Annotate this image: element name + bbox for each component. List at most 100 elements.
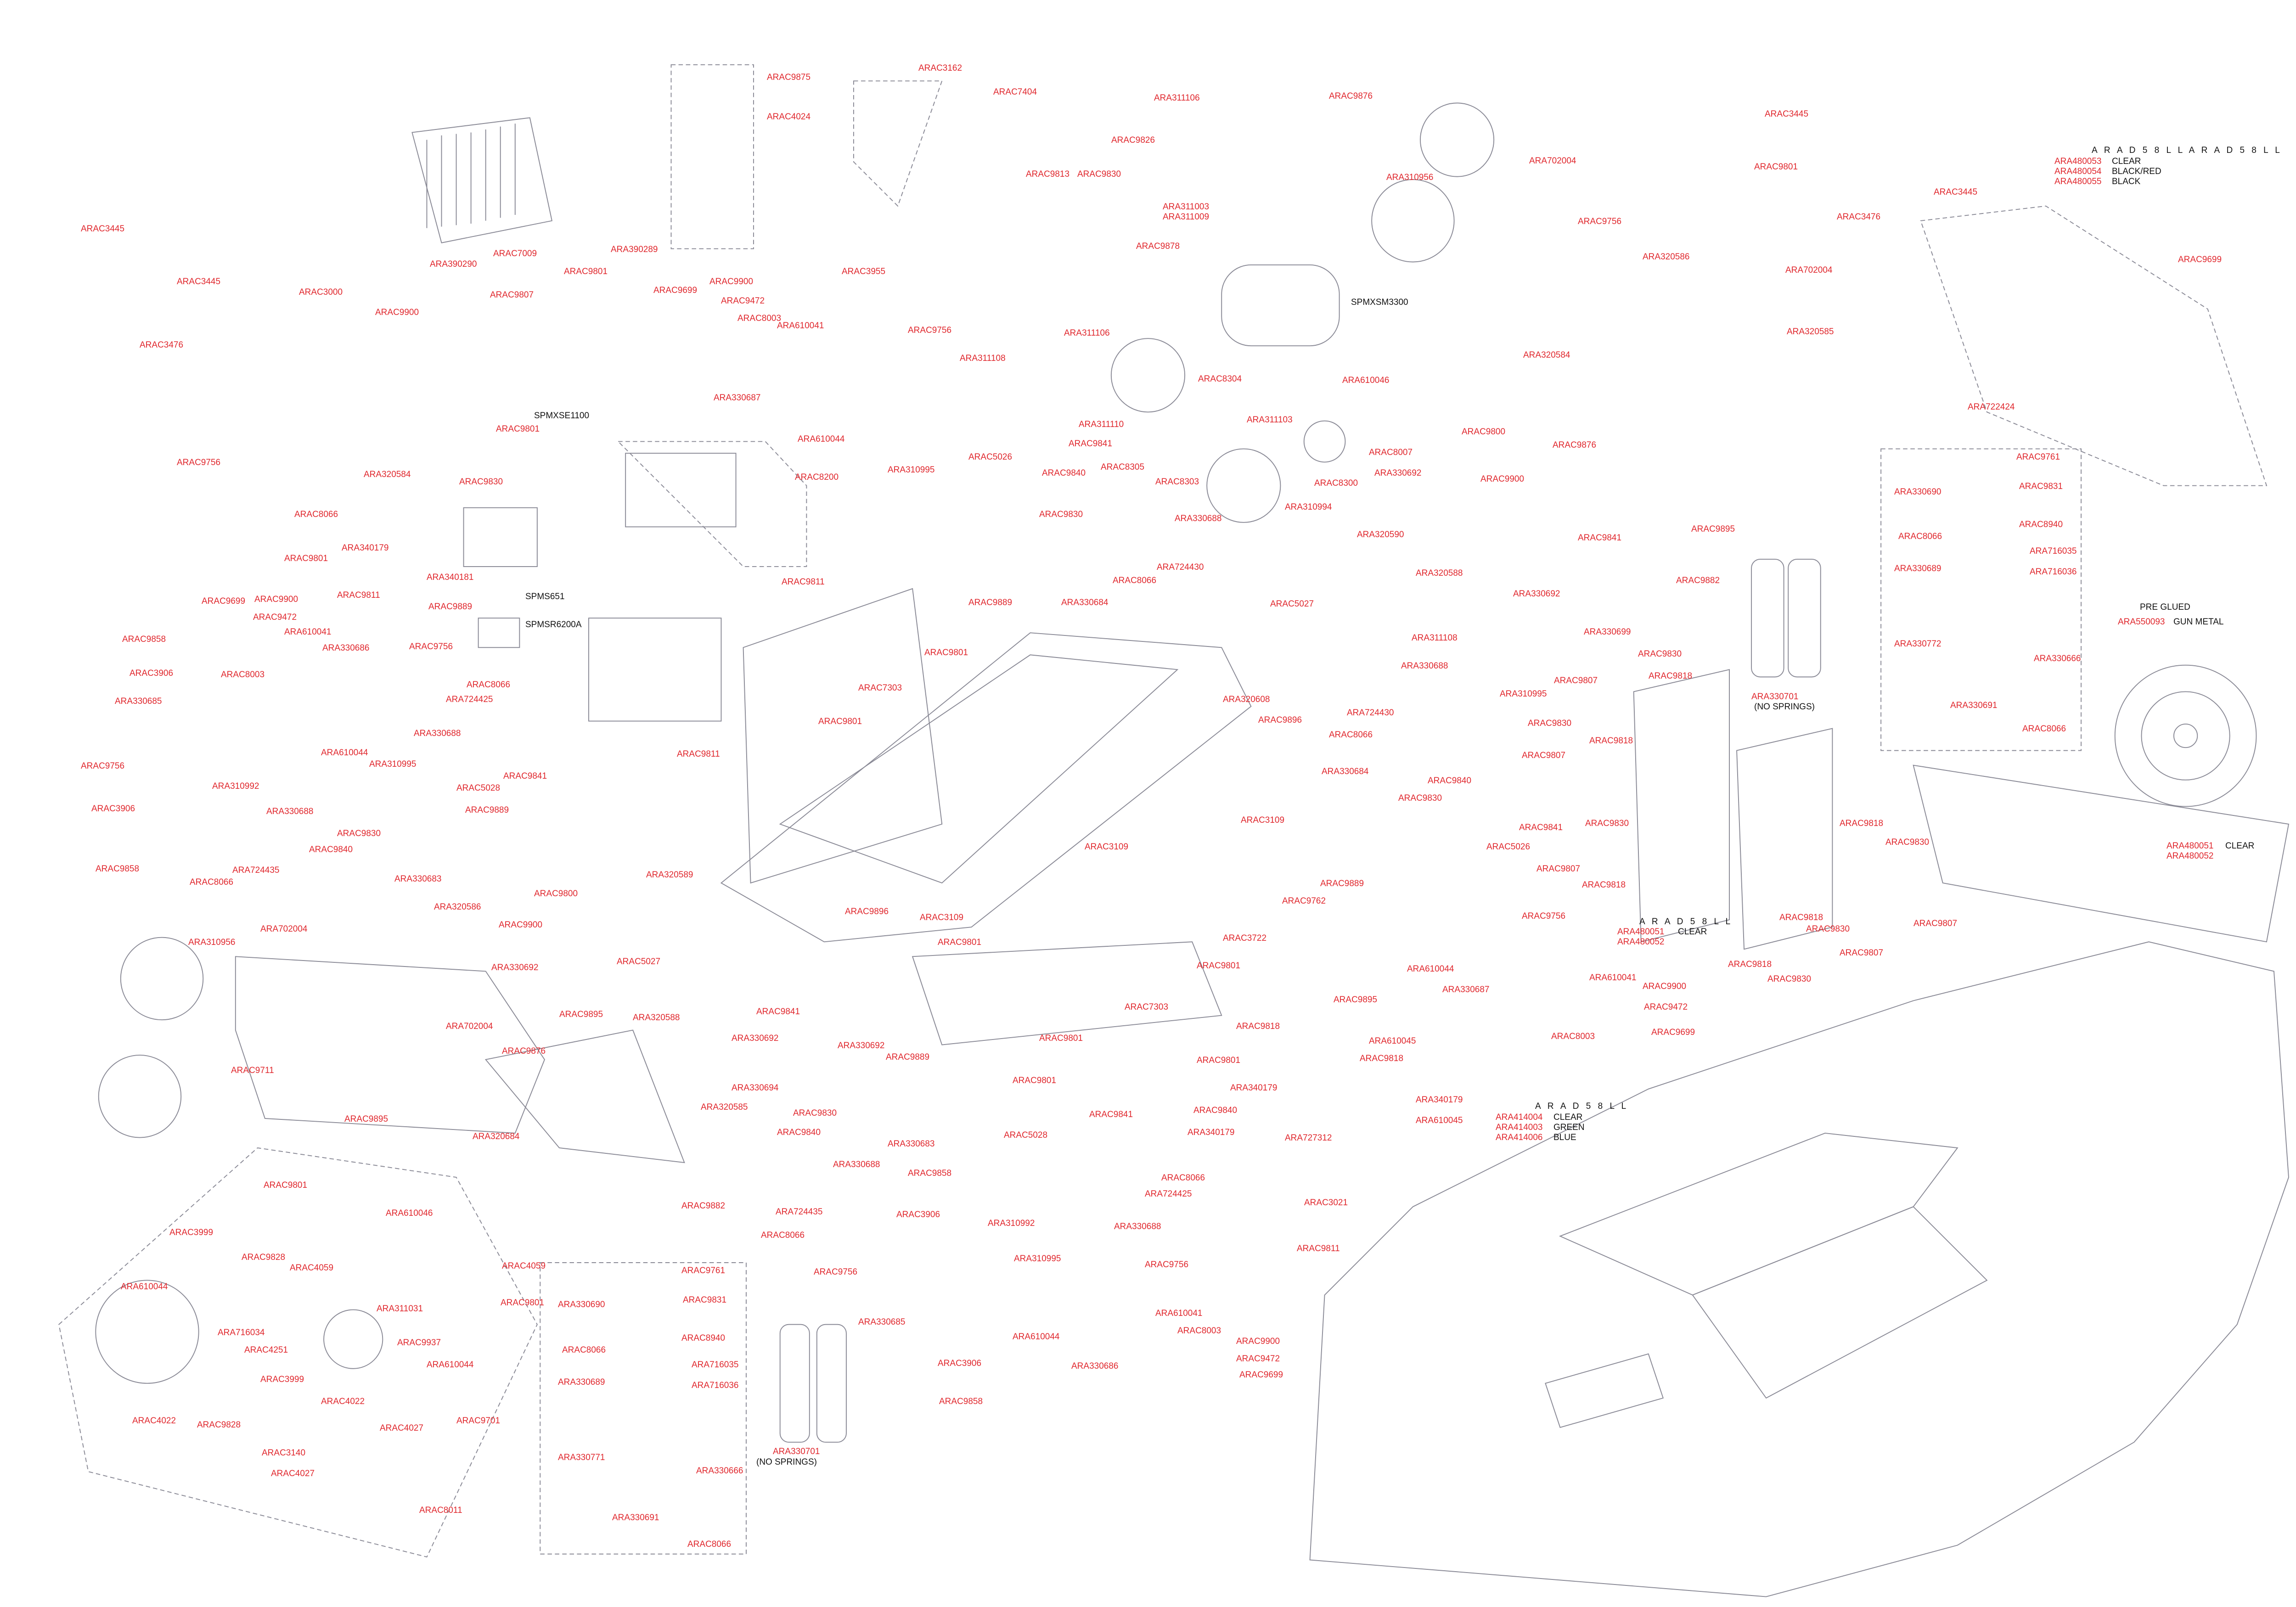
part-number-label: ARAC8066	[294, 510, 338, 519]
part-number-label: ARA310992	[212, 781, 259, 791]
part-number-label: ARAC9889	[465, 805, 509, 815]
part-number-label: ARA310995	[1500, 689, 1547, 699]
part-number-label: ARA330692	[1374, 468, 1422, 478]
part-number-label: ARAC7303	[858, 683, 902, 693]
part-number-label: ARAC3000	[299, 287, 343, 297]
part-number-label: ARA724425	[446, 695, 493, 704]
part-number-label: ARAC8066	[1113, 576, 1157, 585]
part-number-label: ARAC9818	[1779, 913, 1823, 922]
part-number-label: ARAC3476	[1837, 212, 1881, 222]
part-number-label: ARAC3906	[91, 804, 135, 814]
part-number-label: ARAC5026	[968, 452, 1013, 462]
part-number-label: ARA330683	[394, 874, 442, 884]
part-number-label: ARAC8305	[1101, 462, 1145, 472]
part-number-label: ARAC9840	[1428, 776, 1472, 786]
part-number-label: ARAC3906	[129, 669, 174, 678]
part-number-label: ARA320585	[1787, 327, 1834, 337]
part-number-label: ARAC9701	[456, 1416, 501, 1426]
part-number-label: ARAC9801	[818, 717, 862, 726]
part-number-label: ARA311031	[377, 1304, 423, 1314]
part-number-label: ARA330684	[1322, 767, 1369, 776]
part-number-label: ARAC9813	[1026, 169, 1070, 179]
part-number-label: ARAC9807	[490, 290, 534, 300]
part-number-label: ARAC9895	[1334, 995, 1378, 1005]
part-number-label: ARAC9801	[1039, 1034, 1083, 1043]
part-number-label: ARA330686	[322, 643, 370, 653]
part-number-label: ARAC3999	[169, 1228, 214, 1237]
part-number-label: ARAC9801	[1197, 961, 1241, 971]
part-number-label: ARAC3906	[938, 1359, 982, 1368]
part-number-label: ARA330699	[1584, 627, 1631, 637]
part-number-label: ARAC9840	[309, 845, 353, 854]
part-number-label: ARAC9800	[1462, 427, 1506, 437]
part-number-label: ARAC8003	[221, 670, 265, 680]
part-number-label: ARAC8066	[1329, 730, 1373, 740]
part-number-label: ARA330688	[833, 1160, 880, 1169]
side-panel-heading: A R A D 5 8 L L	[1639, 917, 1733, 927]
part-number-label: ARAC9811	[782, 577, 825, 587]
variant-label: CLEAR	[1678, 927, 1707, 937]
part-number-label: ARA724435	[776, 1207, 823, 1217]
part-number-label: ARAC9811	[677, 749, 720, 759]
bumper-icon	[235, 956, 685, 1163]
wheel-icon	[2114, 664, 2257, 807]
part-number-label: ARAC9876	[502, 1046, 546, 1056]
part-number-label: ARAC9830	[1767, 974, 1812, 984]
part-number-label: ARA310995	[888, 465, 935, 475]
shock-icons	[779, 558, 1821, 1443]
part-number-label: ARAC9900	[1643, 982, 1687, 991]
part-number-label: ARAC9875	[767, 73, 811, 82]
part-number-label: ARAC8011	[419, 1506, 462, 1515]
part-number-label: ARAC9818	[1360, 1054, 1404, 1063]
part-number-label: ARA310956	[1386, 173, 1434, 182]
part-number-label: ARAC9756	[1578, 217, 1622, 226]
part-number-label: ARAC9807	[1840, 948, 1884, 958]
part-number-label: ARAC7009	[493, 249, 537, 258]
part-number-label: ARAC9858	[122, 635, 166, 644]
part-number-label: ARAC9841	[1089, 1110, 1133, 1119]
part-number: ARA480051	[2167, 841, 2214, 851]
part-number-label: ARAC8940	[681, 1333, 726, 1343]
part-number-label: ARAC9811	[337, 590, 380, 600]
variant-label: BLUE	[1553, 1133, 1576, 1142]
part-number-label: ARA716036	[2030, 567, 2077, 577]
part-number-label: ARAC8066	[467, 680, 511, 690]
part-number-label: ARAC9830	[1077, 169, 1121, 179]
car-body-icon	[1309, 764, 2290, 1597]
part-number-label: ARAC5028	[1004, 1130, 1048, 1140]
servo-box-icons	[463, 453, 737, 722]
part-number-label: ARA310992	[988, 1219, 1035, 1228]
part-number-label: ARAC3722	[1223, 933, 1267, 943]
part-number-label: ARA340179	[1187, 1128, 1235, 1137]
part-number-label: ARAC9756	[409, 642, 453, 652]
part-number-label: ARAC4027	[380, 1423, 424, 1433]
part-number-label: ARA610044	[121, 1282, 168, 1292]
part-number-label: ARAC9900	[254, 595, 298, 604]
part-number-label: ARAC9900	[709, 277, 754, 287]
part-number-label: ARAC9472	[1236, 1354, 1280, 1364]
part-number-label: ARAC8066	[190, 877, 234, 887]
part-number-label: ARAC9818	[1649, 671, 1693, 681]
part-number-label: ARAC5027	[617, 957, 661, 966]
part-number-label: ARAC9841	[756, 1007, 800, 1017]
part-number-label: ARAC8003	[737, 314, 782, 323]
part-number-label: ARA311103	[1247, 415, 1293, 425]
part-number-label: ARA330691	[1950, 701, 1998, 710]
part-number-label: ARAC3445	[1765, 109, 1809, 119]
part-number-label: ARA702004	[260, 924, 308, 934]
part-number-label: ARA610045	[1369, 1036, 1416, 1046]
part-number-label: ARAC9830	[1806, 924, 1850, 934]
part-number-label: ARA330688	[266, 807, 314, 816]
part-number-label: ARAC9699	[1239, 1370, 1283, 1380]
part-number: ARA550093	[2118, 617, 2165, 627]
part-number-label: ARAC9826	[1111, 135, 1155, 145]
part-number-label: ARAC9889	[1320, 879, 1364, 888]
part-number-label: ARAC8066	[562, 1345, 606, 1355]
part-number-label: ARA702004	[1785, 265, 1833, 275]
part-number-label: ARA340179	[1416, 1095, 1463, 1105]
part-number: ARA480055	[2054, 177, 2102, 186]
part-number-label: ARA330772	[1894, 639, 1941, 649]
part-number-label: ARAC3445	[1934, 187, 1978, 197]
part-number-label: ARAC9896	[1258, 715, 1302, 725]
